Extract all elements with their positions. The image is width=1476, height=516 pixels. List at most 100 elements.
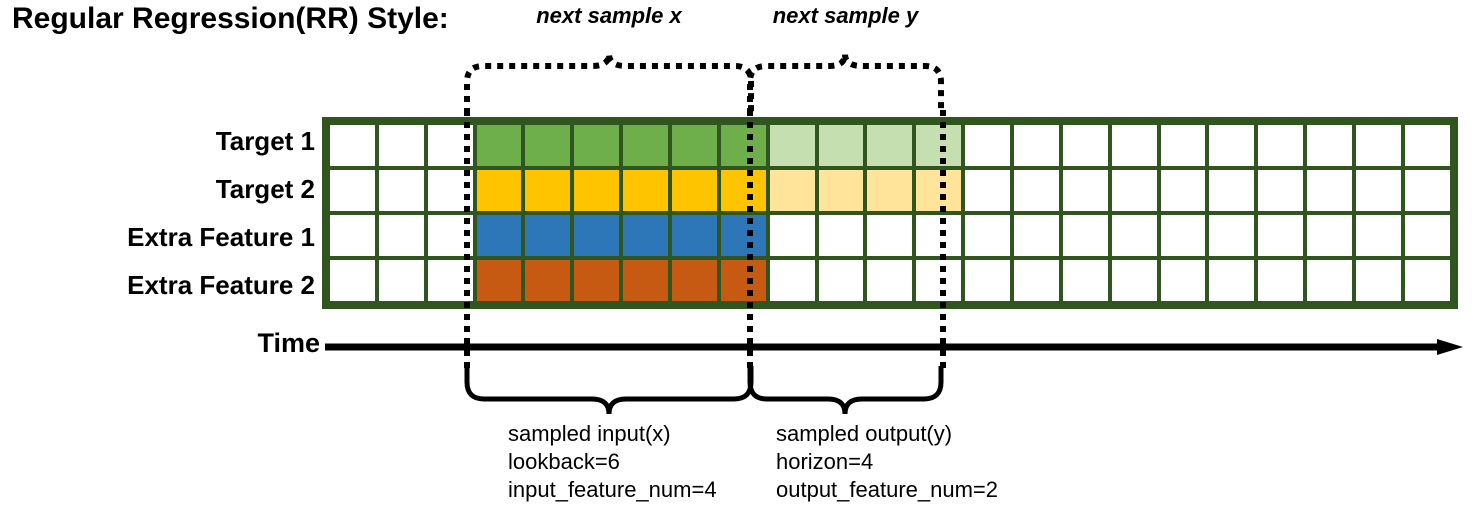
grid-cell	[769, 170, 815, 211]
time-axis-label: Time	[257, 328, 320, 358]
grid-cell	[1404, 260, 1450, 301]
grid-cell	[1258, 215, 1304, 256]
grid-cell	[1356, 125, 1401, 166]
caption-line-3: input_feature_num=4	[508, 477, 717, 503]
grid-cell	[1258, 260, 1304, 301]
grid-cell	[672, 125, 717, 166]
bottom-brace-sampled-input	[464, 366, 754, 415]
grid-cell	[672, 260, 717, 301]
grid-cell	[1307, 170, 1353, 211]
grid-cell	[1209, 170, 1255, 211]
grid-cell	[330, 260, 375, 301]
grid-cell	[1307, 215, 1353, 256]
grid-cell	[916, 215, 962, 256]
grid-cell	[525, 170, 571, 211]
grid-cell	[1014, 260, 1059, 301]
grid-cell	[525, 125, 571, 166]
grid-cell	[378, 260, 424, 301]
grid-cell	[330, 170, 375, 211]
grid-cell	[720, 215, 766, 256]
row-labels: Target 1 Target 2 Extra Feature 1 Extra …	[10, 118, 315, 308]
grid-cell	[1160, 215, 1206, 256]
grid-cell	[916, 125, 962, 166]
grid-cell	[1062, 170, 1108, 211]
timeline-grid-table	[326, 121, 1454, 305]
grid-cell	[378, 125, 424, 166]
grid-cell	[525, 260, 571, 301]
grid-cell	[1062, 125, 1108, 166]
divider-line-input-end	[747, 110, 753, 372]
grid-cell	[720, 170, 766, 211]
grid-cell	[818, 125, 864, 166]
grid-cell	[818, 215, 864, 256]
grid-cell	[769, 260, 815, 301]
caption-line-2: lookback=6	[508, 449, 620, 475]
grid-cell	[965, 215, 1011, 256]
grid-cell	[1258, 170, 1304, 211]
grid-cell	[1209, 215, 1255, 256]
grid-cell	[818, 170, 864, 211]
grid-cell	[1062, 215, 1108, 256]
bottom-caption-sampled-output: sampled output(y) horizon=4 output_featu…	[776, 420, 998, 504]
grid-cell	[378, 170, 424, 211]
grid-cell	[720, 260, 766, 301]
grid-cell	[1209, 260, 1255, 301]
grid-cell	[867, 125, 913, 166]
grid-cell	[1111, 215, 1157, 256]
grid-cell	[965, 260, 1011, 301]
row-label-target-1: Target 1	[215, 126, 315, 156]
row-label-extra-feature-2: Extra Feature 2	[127, 270, 315, 300]
grid-cell	[330, 215, 375, 256]
grid-cell	[476, 215, 522, 256]
grid-cell	[720, 125, 766, 166]
grid-cell	[769, 215, 815, 256]
grid-cell	[574, 215, 620, 256]
grid-cell	[672, 170, 717, 211]
row-label-extra-feature-1: Extra Feature 1	[127, 222, 315, 252]
grid-cell	[916, 260, 962, 301]
bottom-caption-sampled-input: sampled input(x) lookback=6 input_featur…	[508, 420, 717, 504]
timeline-grid	[322, 117, 1458, 309]
grid-cell	[1014, 215, 1059, 256]
grid-cell	[867, 260, 913, 301]
grid-cell	[867, 170, 913, 211]
grid-cell	[623, 170, 669, 211]
top-brace-caption-x: next sample x	[536, 3, 682, 28]
grid-cell	[1404, 125, 1450, 166]
grid-cell	[574, 260, 620, 301]
grid-cell	[916, 170, 962, 211]
grid-cell	[1111, 170, 1157, 211]
grid-cell	[965, 125, 1011, 166]
caption-line-1: sampled input(x)	[508, 421, 671, 446]
grid-cell	[623, 125, 669, 166]
caption-line-2: horizon=4	[776, 449, 874, 475]
grid-cell	[1404, 215, 1450, 256]
grid-cell	[867, 215, 913, 256]
caption-line-1: sampled output(y)	[776, 421, 953, 446]
page-title: Regular Regression(RR) Style:	[12, 2, 449, 35]
time-axis-arrow	[325, 339, 1463, 355]
grid-cell	[476, 125, 522, 166]
grid-cell	[1209, 125, 1255, 166]
grid-cell	[623, 260, 669, 301]
grid-cell	[1404, 170, 1450, 211]
grid-cell	[1160, 125, 1206, 166]
divider-line-output-end	[940, 110, 946, 372]
grid-cell	[1014, 125, 1059, 166]
grid-row-1	[330, 125, 1450, 166]
grid-cell	[965, 170, 1011, 211]
grid-cell	[574, 170, 620, 211]
grid-cell	[1356, 215, 1401, 256]
grid-cell	[1307, 260, 1353, 301]
grid-cell	[1111, 125, 1157, 166]
grid-cell	[525, 215, 571, 256]
grid-cell	[1062, 260, 1108, 301]
divider-line-input-start	[464, 110, 470, 372]
caption-line-3: output_feature_num=2	[776, 477, 999, 503]
grid-cell	[1307, 125, 1353, 166]
top-brace-next-sample-x	[464, 53, 754, 114]
row-label-target-2: Target 2	[215, 174, 315, 204]
top-brace-next-sample-y	[747, 53, 944, 114]
grid-cell	[1160, 260, 1206, 301]
